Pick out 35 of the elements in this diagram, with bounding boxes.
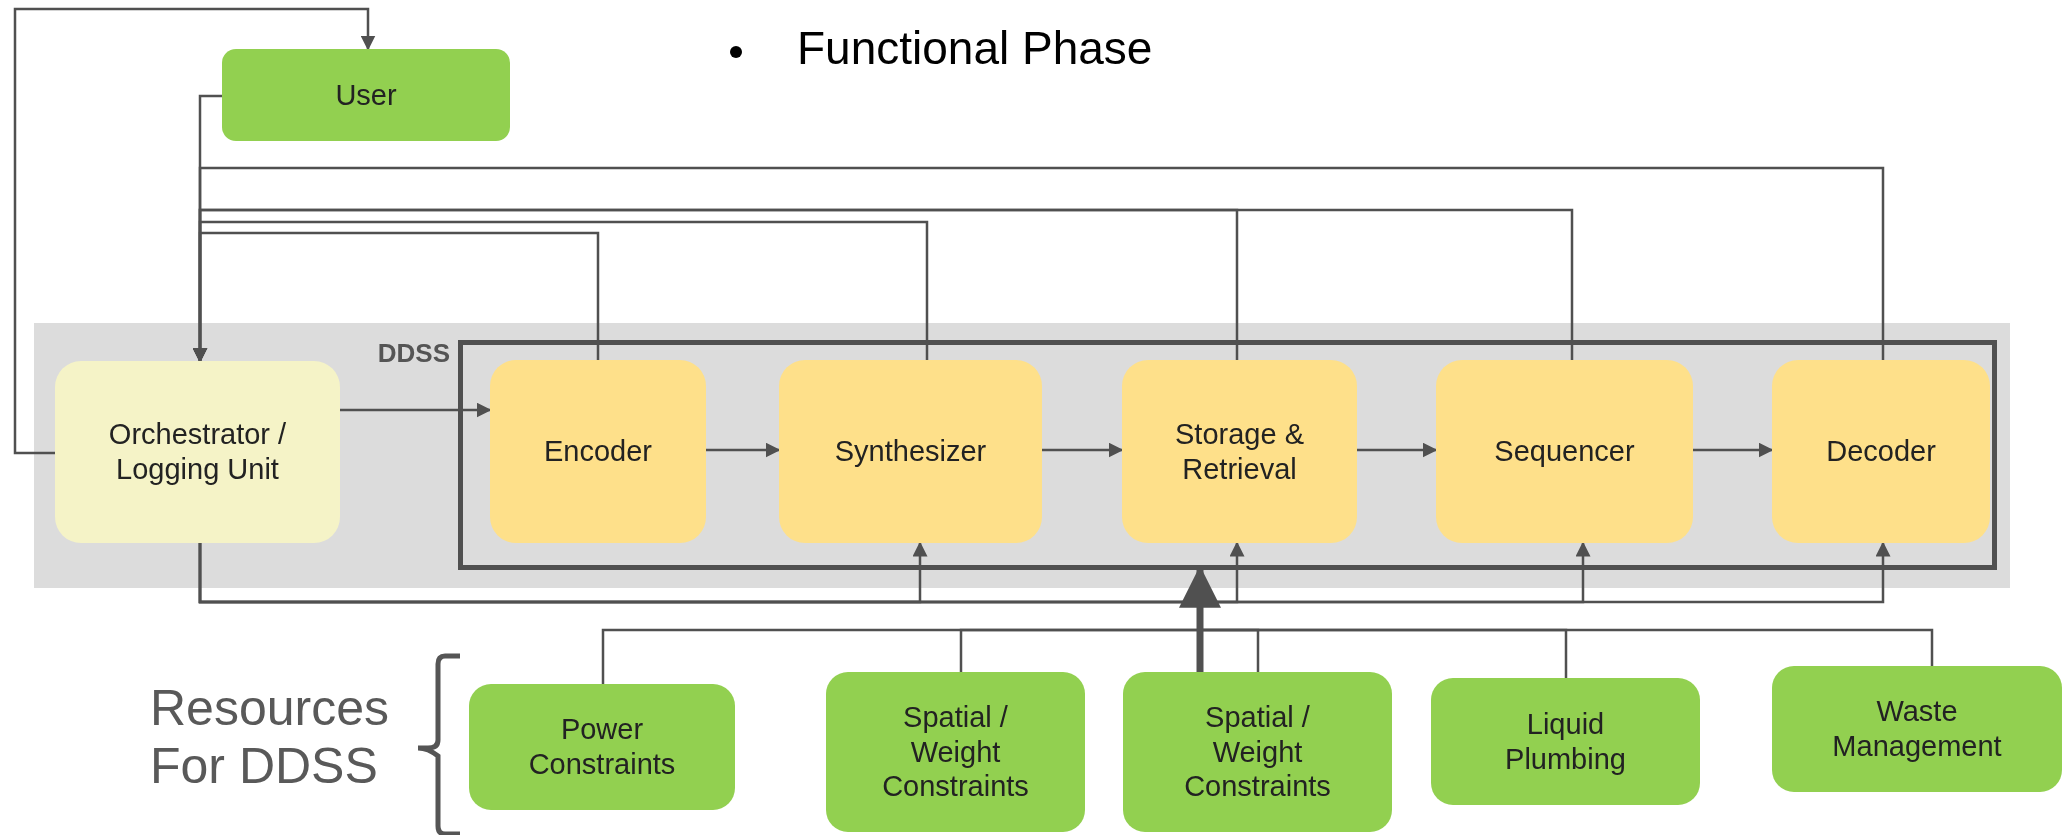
node-label: Power Constraints	[527, 712, 677, 782]
node-label: Spatial / Weight Constraints	[881, 699, 1030, 805]
arrow	[198, 541, 1891, 604]
node-label: Spatial / Weight Constraints	[1183, 699, 1332, 805]
heading: Functional Phase	[797, 22, 1154, 75]
resource-box	[1772, 666, 2062, 792]
actor-box	[222, 49, 510, 141]
node-label: Orchestrator / Logging Unit	[107, 417, 288, 487]
resource-box	[469, 684, 735, 810]
group-heading: DDSS	[377, 338, 450, 369]
node-label: Sequencer	[1494, 434, 1635, 469]
process-box	[1122, 360, 1357, 543]
arrow	[340, 402, 492, 418]
arrow	[192, 166, 1885, 363]
resource-box	[1431, 678, 1700, 805]
arrow	[13, 7, 376, 455]
resource-box	[826, 672, 1085, 832]
process-box	[1772, 360, 1990, 543]
process-box	[490, 360, 706, 543]
node-label: User	[335, 77, 397, 113]
arrow	[1693, 442, 1774, 458]
group-label: Resources For DDSS	[150, 680, 390, 795]
process-box	[779, 360, 1042, 543]
arrow	[1042, 442, 1124, 458]
arrow	[706, 442, 781, 458]
arrow	[1357, 442, 1438, 458]
node-label: Waste Management	[1831, 694, 2003, 764]
resource-box	[1123, 672, 1392, 832]
node-label: Decoder	[1826, 434, 1936, 469]
node-label: Encoder	[544, 434, 652, 469]
node-label: Synthesizer	[834, 434, 987, 469]
process-box	[1436, 360, 1693, 543]
process-box	[55, 361, 340, 543]
node-label: Storage & Retrieval	[1174, 416, 1305, 487]
node-label: Liquid Plumbing	[1504, 706, 1627, 777]
